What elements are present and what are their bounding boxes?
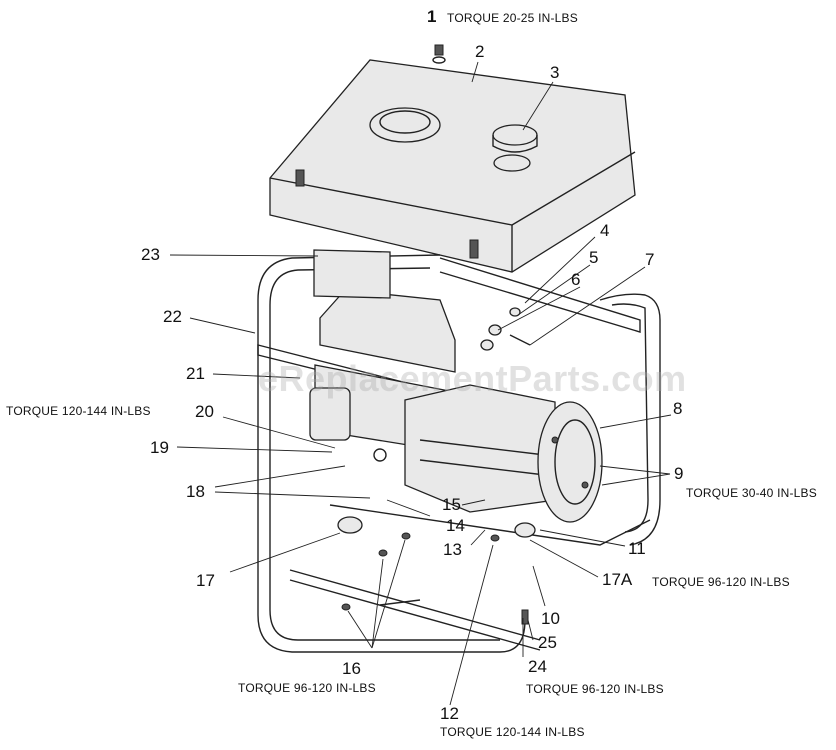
tank-mount-right [469,239,479,259]
callout-6: 6 [571,270,581,289]
callout-18: 18 [186,482,205,501]
fuel-cap [492,124,538,172]
torque-note-1: TORQUE 20-25 IN-LBS [447,11,578,25]
nut-16c [341,603,351,611]
callout-9: 9 [674,464,684,483]
callout-20: 20 [195,402,214,421]
callout-11: 11 [628,539,646,558]
torque-note-17a: TORQUE 96-120 IN-LBS [652,575,790,589]
callout-15: 15 [442,495,461,514]
callout-21: 21 [186,364,205,383]
torque-note-16: TORQUE 96-120 IN-LBS [238,681,376,695]
callout-24: 24 [528,657,547,676]
watermark: eReplacementParts.com [258,358,687,399]
washer-12 [490,534,500,542]
torque-note-24: TORQUE 96-120 IN-LBS [526,682,664,696]
callout-14: 14 [446,516,465,535]
callout-12: 12 [440,704,459,723]
mount-11 [514,522,536,538]
callout-22: 22 [163,307,182,326]
callout-2: 2 [475,42,485,61]
callout-8: 8 [673,399,683,418]
nut-16a [378,549,388,557]
callout-7: 7 [645,250,655,269]
fuel-line-parts [480,307,531,351]
callout-1: 1 [427,7,437,26]
heat-shield [313,249,391,299]
callout-17: 17 [196,571,215,590]
callout-19: 19 [150,438,169,457]
callout-25: 25 [538,633,557,652]
callout-4: 4 [600,221,610,240]
alternator [404,384,556,513]
tank-mount-left [295,169,305,187]
bolt-25 [521,609,529,625]
end-cover [537,401,603,523]
torque-note-20: TORQUE 120-144 IN-LBS [6,404,151,418]
callout-13: 13 [443,540,462,559]
bolt-1 [432,44,446,64]
callout-16: 16 [342,659,361,678]
callout-5: 5 [589,248,599,267]
nut-16b [401,532,411,540]
fuel-tank [269,59,636,273]
callout-3: 3 [550,63,560,82]
leader-lines [169,61,672,706]
torque-note-9: TORQUE 30-40 IN-LBS [686,486,817,500]
callout-10: 10 [541,609,560,628]
callout-17a: 17A [602,570,633,589]
callout-23: 23 [141,245,160,264]
mount-17 [337,516,363,534]
torque-note-12: TORQUE 120-144 IN-LBS [440,725,585,739]
